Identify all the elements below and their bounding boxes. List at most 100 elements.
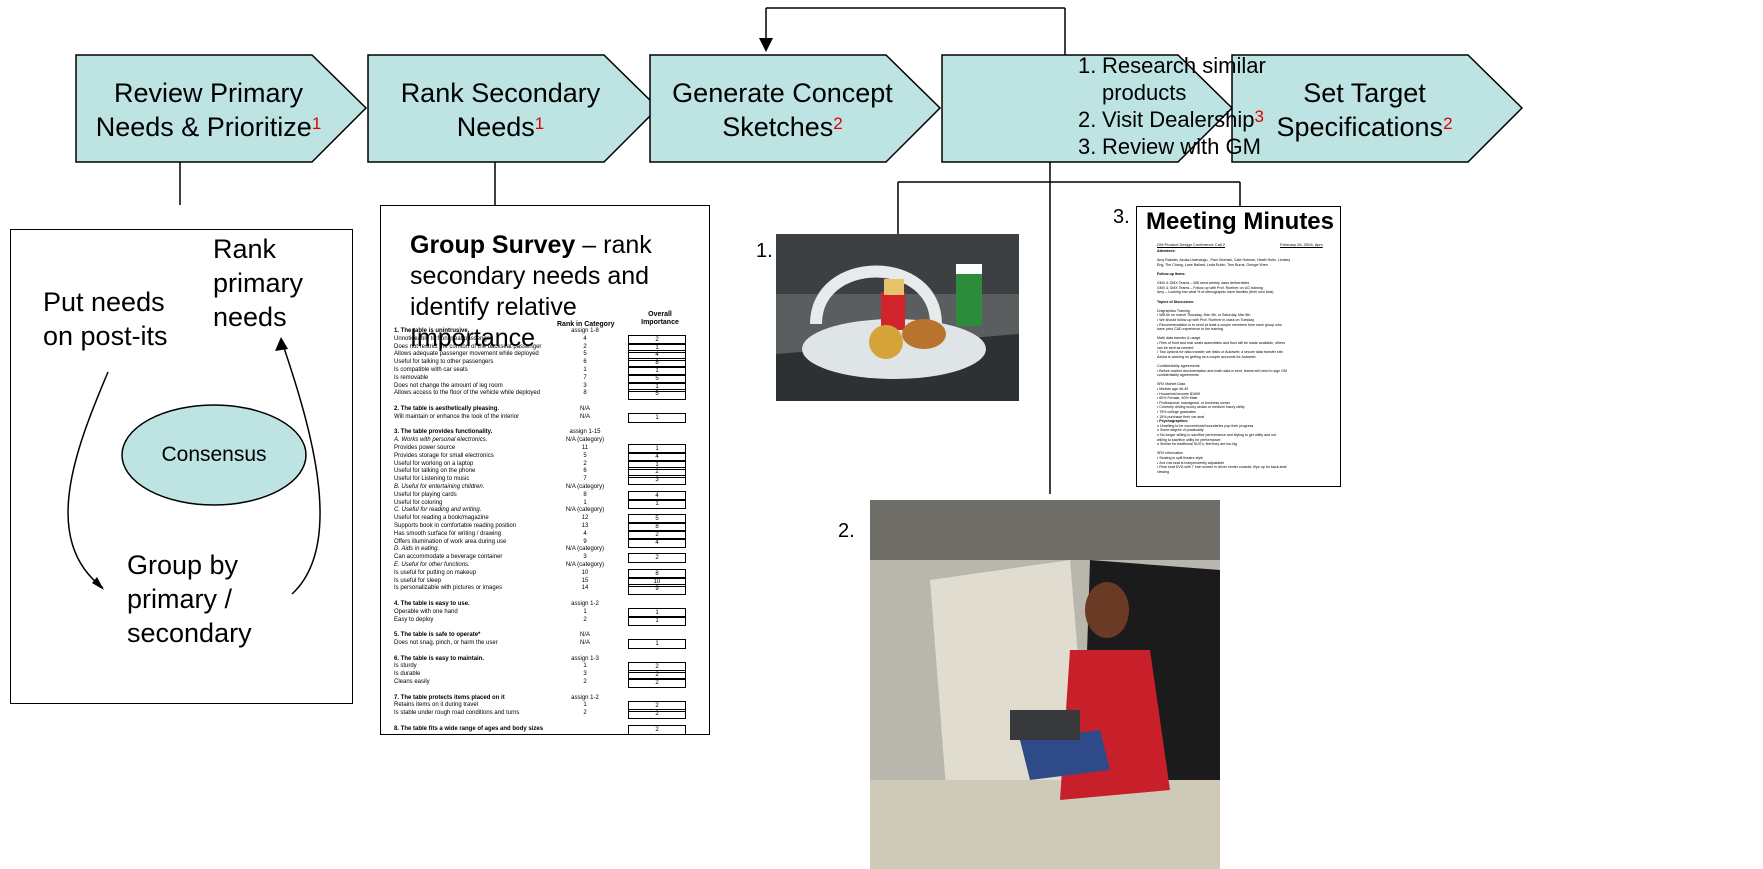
survey-row-rank: 2 bbox=[583, 460, 587, 467]
process-arrows bbox=[75, 54, 1524, 163]
survey-row-label: Is durable bbox=[394, 671, 421, 678]
survey-row-label: Unnoticeable to front seat passenger bbox=[394, 335, 493, 342]
minutes-line: SRX Market Data bbox=[1157, 382, 1185, 387]
minutes-line: • Professional, managerial, or business … bbox=[1157, 400, 1230, 405]
survey-row-overall: 8 bbox=[628, 358, 686, 369]
photo-2-label: 2. bbox=[838, 520, 855, 542]
survey-row-overall: 4 bbox=[628, 537, 686, 548]
survey-row-overall: 1 bbox=[628, 459, 686, 470]
minutes-line: willing to sacrifice utility for perform… bbox=[1157, 437, 1221, 442]
survey-row-rank: 2 bbox=[583, 616, 587, 623]
minutes-line: • 60% Female, 40% Male bbox=[1157, 396, 1198, 401]
survey-row-label: Allows access to the floor of the vehicl… bbox=[394, 390, 541, 397]
research-step-item: 3.Review with GM bbox=[1078, 134, 1261, 159]
survey-row-label: Does not snag, pinch, or harm the user bbox=[394, 640, 498, 646]
survey-row-label: 1. The table is unintrusive. bbox=[394, 328, 470, 334]
survey-row-rank: assign 1-2 bbox=[571, 601, 599, 607]
meeting-minutes-document bbox=[1136, 206, 1341, 487]
survey-row-label: A. Works with personal electronics. bbox=[394, 437, 488, 444]
survey-row-rank: 6 bbox=[583, 468, 587, 475]
minutes-line: can be sent as needed bbox=[1157, 345, 1194, 350]
survey-row-overall: 9 bbox=[628, 584, 686, 595]
survey-row-label: Supports book in comfortable reading pos… bbox=[394, 523, 517, 529]
photo-1-label: 1. bbox=[756, 240, 773, 262]
survey-row-rank: assign 1-3 bbox=[571, 655, 599, 662]
survey-col-rank: Rank in Category bbox=[557, 321, 615, 328]
minutes-line: Attendees: bbox=[1157, 249, 1176, 253]
survey-row-label: B. Useful for entertaining children. bbox=[394, 484, 485, 490]
survey-row-rank: N/A bbox=[579, 632, 590, 639]
minutes-line: Unigraphics Training bbox=[1157, 308, 1190, 313]
survey-row-label: Is sturdy bbox=[394, 663, 417, 670]
minutes-line: viewing bbox=[1157, 469, 1169, 474]
survey-row-rank: 8 bbox=[583, 390, 587, 397]
process-step-arrow-5 bbox=[1231, 54, 1524, 163]
minutes-line: Amy – Looking into what % of demographic… bbox=[1157, 290, 1274, 295]
minutes-header-left: GM Product Design Conference Call 2 bbox=[1157, 242, 1226, 247]
survey-row-rank: 1 bbox=[583, 608, 587, 615]
minutes-header-right: February 26, 2004, 6pm bbox=[1280, 242, 1323, 247]
survey-row-overall: 8 bbox=[628, 522, 686, 533]
survey-row-rank: assign 1-2 bbox=[571, 694, 599, 701]
survey-row-label: Does not change the amount of leg room bbox=[394, 382, 503, 389]
survey-row-rank: 3 bbox=[583, 554, 587, 561]
survey-row-label: Operable with one hand bbox=[394, 608, 458, 615]
survey-row-rank: 2 bbox=[583, 679, 587, 685]
survey-row-label: Is removable bbox=[394, 374, 429, 381]
survey-row-label: Is useful for putting on makeup bbox=[394, 569, 477, 576]
survey-row-label: Cleans easily bbox=[394, 679, 430, 685]
survey-row-label: Is stable under rough road conditions an… bbox=[394, 710, 520, 717]
survey-row-label: Can accommodate a beverage container bbox=[394, 554, 503, 561]
survey-row-overall: 4 bbox=[628, 451, 686, 463]
survey-row-rank: 9 bbox=[583, 538, 587, 545]
consensus-label: Consensus bbox=[161, 443, 267, 466]
survey-row-rank: 2 bbox=[583, 343, 587, 350]
survey-row-label: Provides storage for small electronics bbox=[394, 452, 494, 459]
survey-row-overall: 2 bbox=[628, 529, 686, 541]
survey-row-label: E. Useful for other functions. bbox=[394, 562, 470, 568]
survey-row-label: Useful for working on a laptop bbox=[394, 460, 474, 467]
survey-row-rank: 7 bbox=[583, 374, 587, 381]
minutes-line: • 15% purchase their car seat bbox=[1157, 414, 1205, 419]
survey-row-label: 8. The table fits a wide range of ages a… bbox=[394, 725, 544, 732]
minutes-line: • Files of front and rear seats assembli… bbox=[1157, 341, 1286, 345]
minutes-line: • 2nd row seat is independently adjustab… bbox=[1157, 460, 1225, 465]
minutes-line: • Seating is split theatre style bbox=[1157, 456, 1204, 460]
survey-row-rank: 13 bbox=[581, 523, 589, 529]
survey-row-rank: 1 bbox=[583, 702, 587, 709]
survey-row-label: Is personalizable with pictures or image… bbox=[394, 585, 503, 592]
minutes-line: • Recommendation is to send at least a c… bbox=[1157, 322, 1282, 327]
loop-arrowhead bbox=[759, 38, 773, 52]
survey-row-rank: 4 bbox=[583, 335, 587, 342]
survey-title: Group Survey – rank secondary needs and … bbox=[410, 231, 652, 352]
process-step-arrow-2 bbox=[367, 54, 660, 163]
survey-row-rank: N/A bbox=[579, 640, 590, 646]
survey-row-rank: N/A bbox=[579, 406, 590, 412]
survey-row-overall: 2 bbox=[628, 662, 686, 673]
minutes-line: SRX information bbox=[1157, 451, 1184, 456]
survey-row-rank: 15 bbox=[581, 577, 589, 584]
minutes-line: • 75% college graduates bbox=[1157, 410, 1196, 414]
survey-row-overall: 1 bbox=[628, 366, 686, 377]
minutes-line: Confidentiality agreements bbox=[1157, 364, 1200, 368]
minutes-line: confidentiality agreements bbox=[1157, 373, 1199, 378]
survey-row-label: 2. The table is aesthetically pleasing. bbox=[394, 406, 500, 412]
minutes-line: Amy Rabaltn, Azuka Uwenaogu , Paul Gtoms… bbox=[1157, 258, 1291, 263]
survey-row-label: Useful for coloring bbox=[394, 499, 443, 506]
process-step-arrow-3 bbox=[649, 54, 942, 163]
survey-row-rank: 8 bbox=[583, 491, 587, 498]
survey-row-rank: 1 bbox=[583, 367, 587, 373]
survey-row-rank: 12 bbox=[581, 515, 589, 522]
survey-row-label: Allows adequate passenger movement while… bbox=[394, 351, 539, 358]
arrowhead-down bbox=[92, 577, 104, 590]
survey-row-label: Will maintain or enhance the look of the… bbox=[394, 413, 520, 420]
process-step-arrow-1 bbox=[75, 54, 368, 163]
survey-row-overall: 1 bbox=[628, 498, 686, 509]
minutes-line: • Household income $160K bbox=[1157, 391, 1201, 396]
survey-row-label: 5. The table is safe to operate* bbox=[394, 632, 481, 639]
survey-row-rank: N/A (category) bbox=[565, 546, 605, 553]
